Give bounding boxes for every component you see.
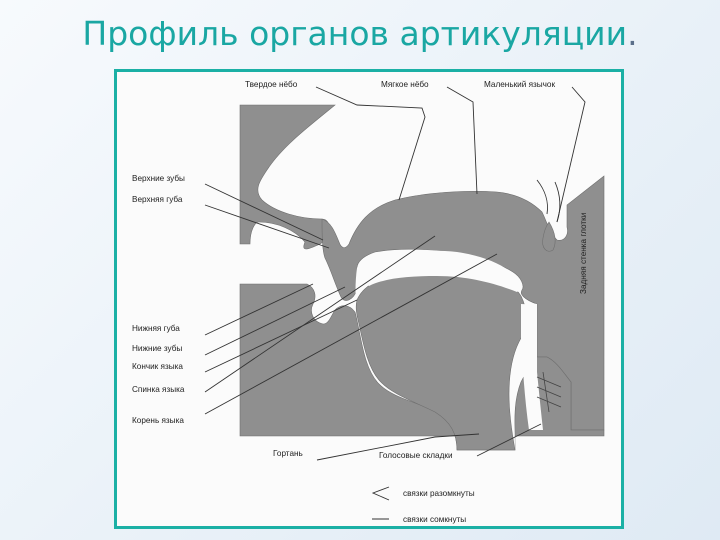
- label-tongue-tip: Кончик языка: [132, 362, 183, 371]
- label-upper-teeth: Верхние зубы: [132, 174, 185, 183]
- legend-open-label: связки разомкнуты: [403, 489, 475, 498]
- label-soft-palate: Мягкое нёбо: [381, 80, 429, 89]
- slide-title-period: .: [627, 14, 638, 53]
- slide-title-text: Профиль органов артикуляции: [82, 14, 628, 53]
- label-hard-palate: Твердое нёбо: [245, 80, 298, 89]
- slide-title: Профиль органов артикуляции.: [0, 14, 720, 53]
- legend-open-symbol: [371, 486, 390, 501]
- label-pharynx-wall: Задняя стенка глотки: [579, 213, 588, 294]
- label-tongue-back: Спинка языка: [132, 385, 185, 394]
- label-lower-teeth: Нижние зубы: [132, 344, 182, 353]
- leader-lines: [204, 86, 586, 461]
- label-larynx: Гортань: [273, 449, 303, 458]
- label-lower-lip: Нижняя губа: [132, 324, 180, 333]
- face-profile: [239, 104, 336, 250]
- label-uvula: Маленький язычок: [484, 80, 555, 89]
- legend: связки разомкнуты связки сомкнуты: [371, 486, 475, 524]
- legend-closed-label: связки сомкнуты: [403, 515, 466, 524]
- label-tongue-root: Корень языка: [132, 416, 184, 425]
- velum-marks: [536, 179, 548, 215]
- figure-frame: Твердое нёбо Мягкое нёбо Маленький язычо…: [114, 69, 624, 529]
- mouth-air-space: [362, 250, 520, 292]
- velum-marks-2: [554, 181, 561, 223]
- pharynx-passage: [521, 304, 543, 430]
- uvula: [542, 221, 556, 252]
- label-upper-lip: Верхняя губа: [132, 195, 183, 204]
- articulation-diagram: Твердое нёбо Мягкое нёбо Маленький язычо…: [132, 80, 605, 524]
- label-vocal-folds: Голосовые складки: [379, 451, 453, 460]
- vocal-folds-mark: [536, 371, 562, 413]
